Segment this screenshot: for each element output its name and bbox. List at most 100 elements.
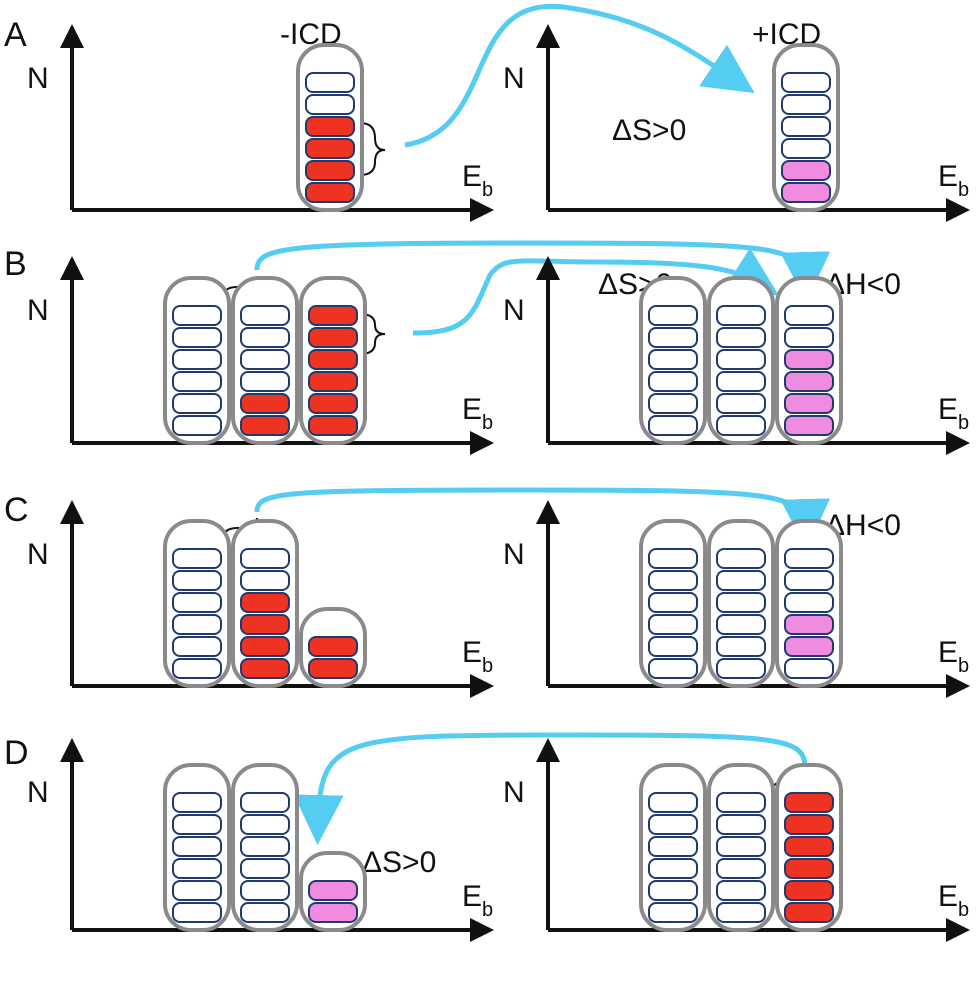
cell-d-right-2-0 [784,792,834,813]
y-axis-arrowhead-b-left [60,256,84,280]
cell-c-left-1-0 [240,548,290,569]
cell-d-right-0-3 [648,858,698,879]
cell-b-left-2-5 [308,415,358,436]
cell-b-left-1-0 [240,305,290,326]
x-axis-subscript-c-left: b [482,655,493,677]
cell-b-right-2-2 [784,349,834,370]
cell-b-right-0-0 [648,305,698,326]
cell-b-left-2-2 [308,349,358,370]
cell-c-left-1-2 [240,592,290,613]
cell-c-right-2-1 [784,570,834,591]
cell-a-left-0-2 [305,116,355,137]
cell-a-right-0-4 [781,160,831,181]
cell-c-right-1-2 [716,592,766,613]
cell-b-right-1-0 [716,305,766,326]
y-axis-label-c-left: N [27,538,49,571]
cell-b-left-0-3 [172,371,222,392]
x-axis-label-c-left: E [462,636,482,669]
cell-d-left-1-2 [240,836,290,857]
cell-d-right-2-2 [784,836,834,857]
x-axis-subscript-b-left: b [482,412,493,434]
x-axis-label-c-right: E [938,636,958,669]
cell-d-right-1-3 [716,858,766,879]
cell-b-right-0-5 [648,415,698,436]
cell-c-left-0-1 [172,570,222,591]
cell-d-left-2-1 [308,902,358,923]
cell-b-left-1-4 [240,393,290,414]
cell-c-right-0-3 [648,614,698,635]
cell-b-left-0-0 [172,305,222,326]
cell-d-left-2-0 [308,880,358,901]
cell-c-right-1-5 [716,658,766,679]
cell-b-right-1-3 [716,371,766,392]
cell-c-left-1-3 [240,614,290,635]
transfer-arrow-b-top [254,240,831,302]
cell-b-right-0-1 [648,327,698,348]
cell-d-left-0-2 [172,836,222,857]
cell-a-left-0-5 [305,182,355,203]
cell-c-left-1-5 [240,658,290,679]
cell-c-left-1-4 [240,636,290,657]
y-axis-label-d-right: N [503,776,525,809]
cell-b-left-2-0 [308,305,358,326]
cell-a-right-0-1 [781,94,831,115]
cell-c-right-2-0 [784,548,834,569]
cell-c-right-0-1 [648,570,698,591]
brace-a [359,122,386,176]
y-axis-arrowhead-a-right [536,24,560,48]
cell-b-right-2-4 [784,393,834,414]
cell-c-right-1-3 [716,614,766,635]
transfer-arrow-a [404,3,755,148]
cell-b-right-1-4 [716,393,766,414]
x-axis-subscript-d-left: b [482,899,493,921]
cell-d-left-0-0 [172,792,222,813]
cell-d-right-1-1 [716,814,766,835]
delta-s-label-a: ΔS>0 [612,114,686,147]
x-axis-arrowhead-b-left [470,431,494,455]
delta-s-label-d: ΔS>0 [362,846,436,879]
x-axis-arrowhead-a-left [470,198,494,222]
cell-b-left-1-2 [240,349,290,370]
cell-d-right-2-5 [784,902,834,923]
cell-d-left-1-5 [240,902,290,923]
cell-d-left-1-4 [240,880,290,901]
cell-c-left-2-1 [308,658,358,679]
row-label-b: B [4,245,27,283]
cell-b-right-0-3 [648,371,698,392]
cell-b-left-0-2 [172,349,222,370]
cell-d-right-2-3 [784,858,834,879]
cell-c-right-0-5 [648,658,698,679]
cell-d-right-1-0 [716,792,766,813]
cell-d-left-0-3 [172,858,222,879]
cell-c-right-0-4 [648,636,698,657]
cell-b-right-1-2 [716,349,766,370]
cell-d-right-0-5 [648,902,698,923]
y-axis-arrowhead-c-left [60,500,84,524]
x-axis-subscript-a-left: b [482,179,493,201]
row-label-a: A [4,16,27,54]
cell-c-right-2-5 [784,658,834,679]
x-axis-arrowhead-a-right [946,198,970,222]
cell-c-left-0-4 [172,636,222,657]
cell-a-right-0-0 [781,72,831,93]
row-label-c: C [4,491,29,529]
cell-b-left-1-5 [240,415,290,436]
x-axis-label-b-right: E [938,393,958,426]
x-axis-arrowhead-c-right [946,674,970,698]
cell-d-left-0-4 [172,880,222,901]
cell-b-left-1-3 [240,371,290,392]
cell-b-left-0-4 [172,393,222,414]
cell-d-right-0-4 [648,880,698,901]
cell-b-right-2-0 [784,305,834,326]
cell-b-right-2-3 [784,371,834,392]
x-axis-label-a-left: E [462,160,482,193]
x-axis-arrowhead-d-right [946,918,970,942]
y-axis-arrowhead-d-right [536,738,560,762]
cell-d-left-1-3 [240,858,290,879]
cell-d-right-0-2 [648,836,698,857]
x-axis-arrowhead-b-right [946,431,970,455]
x-axis-label-a-right: E [938,160,958,193]
y-axis-label-b-right: N [503,294,525,327]
y-axis-arrowhead-a-left [60,24,84,48]
